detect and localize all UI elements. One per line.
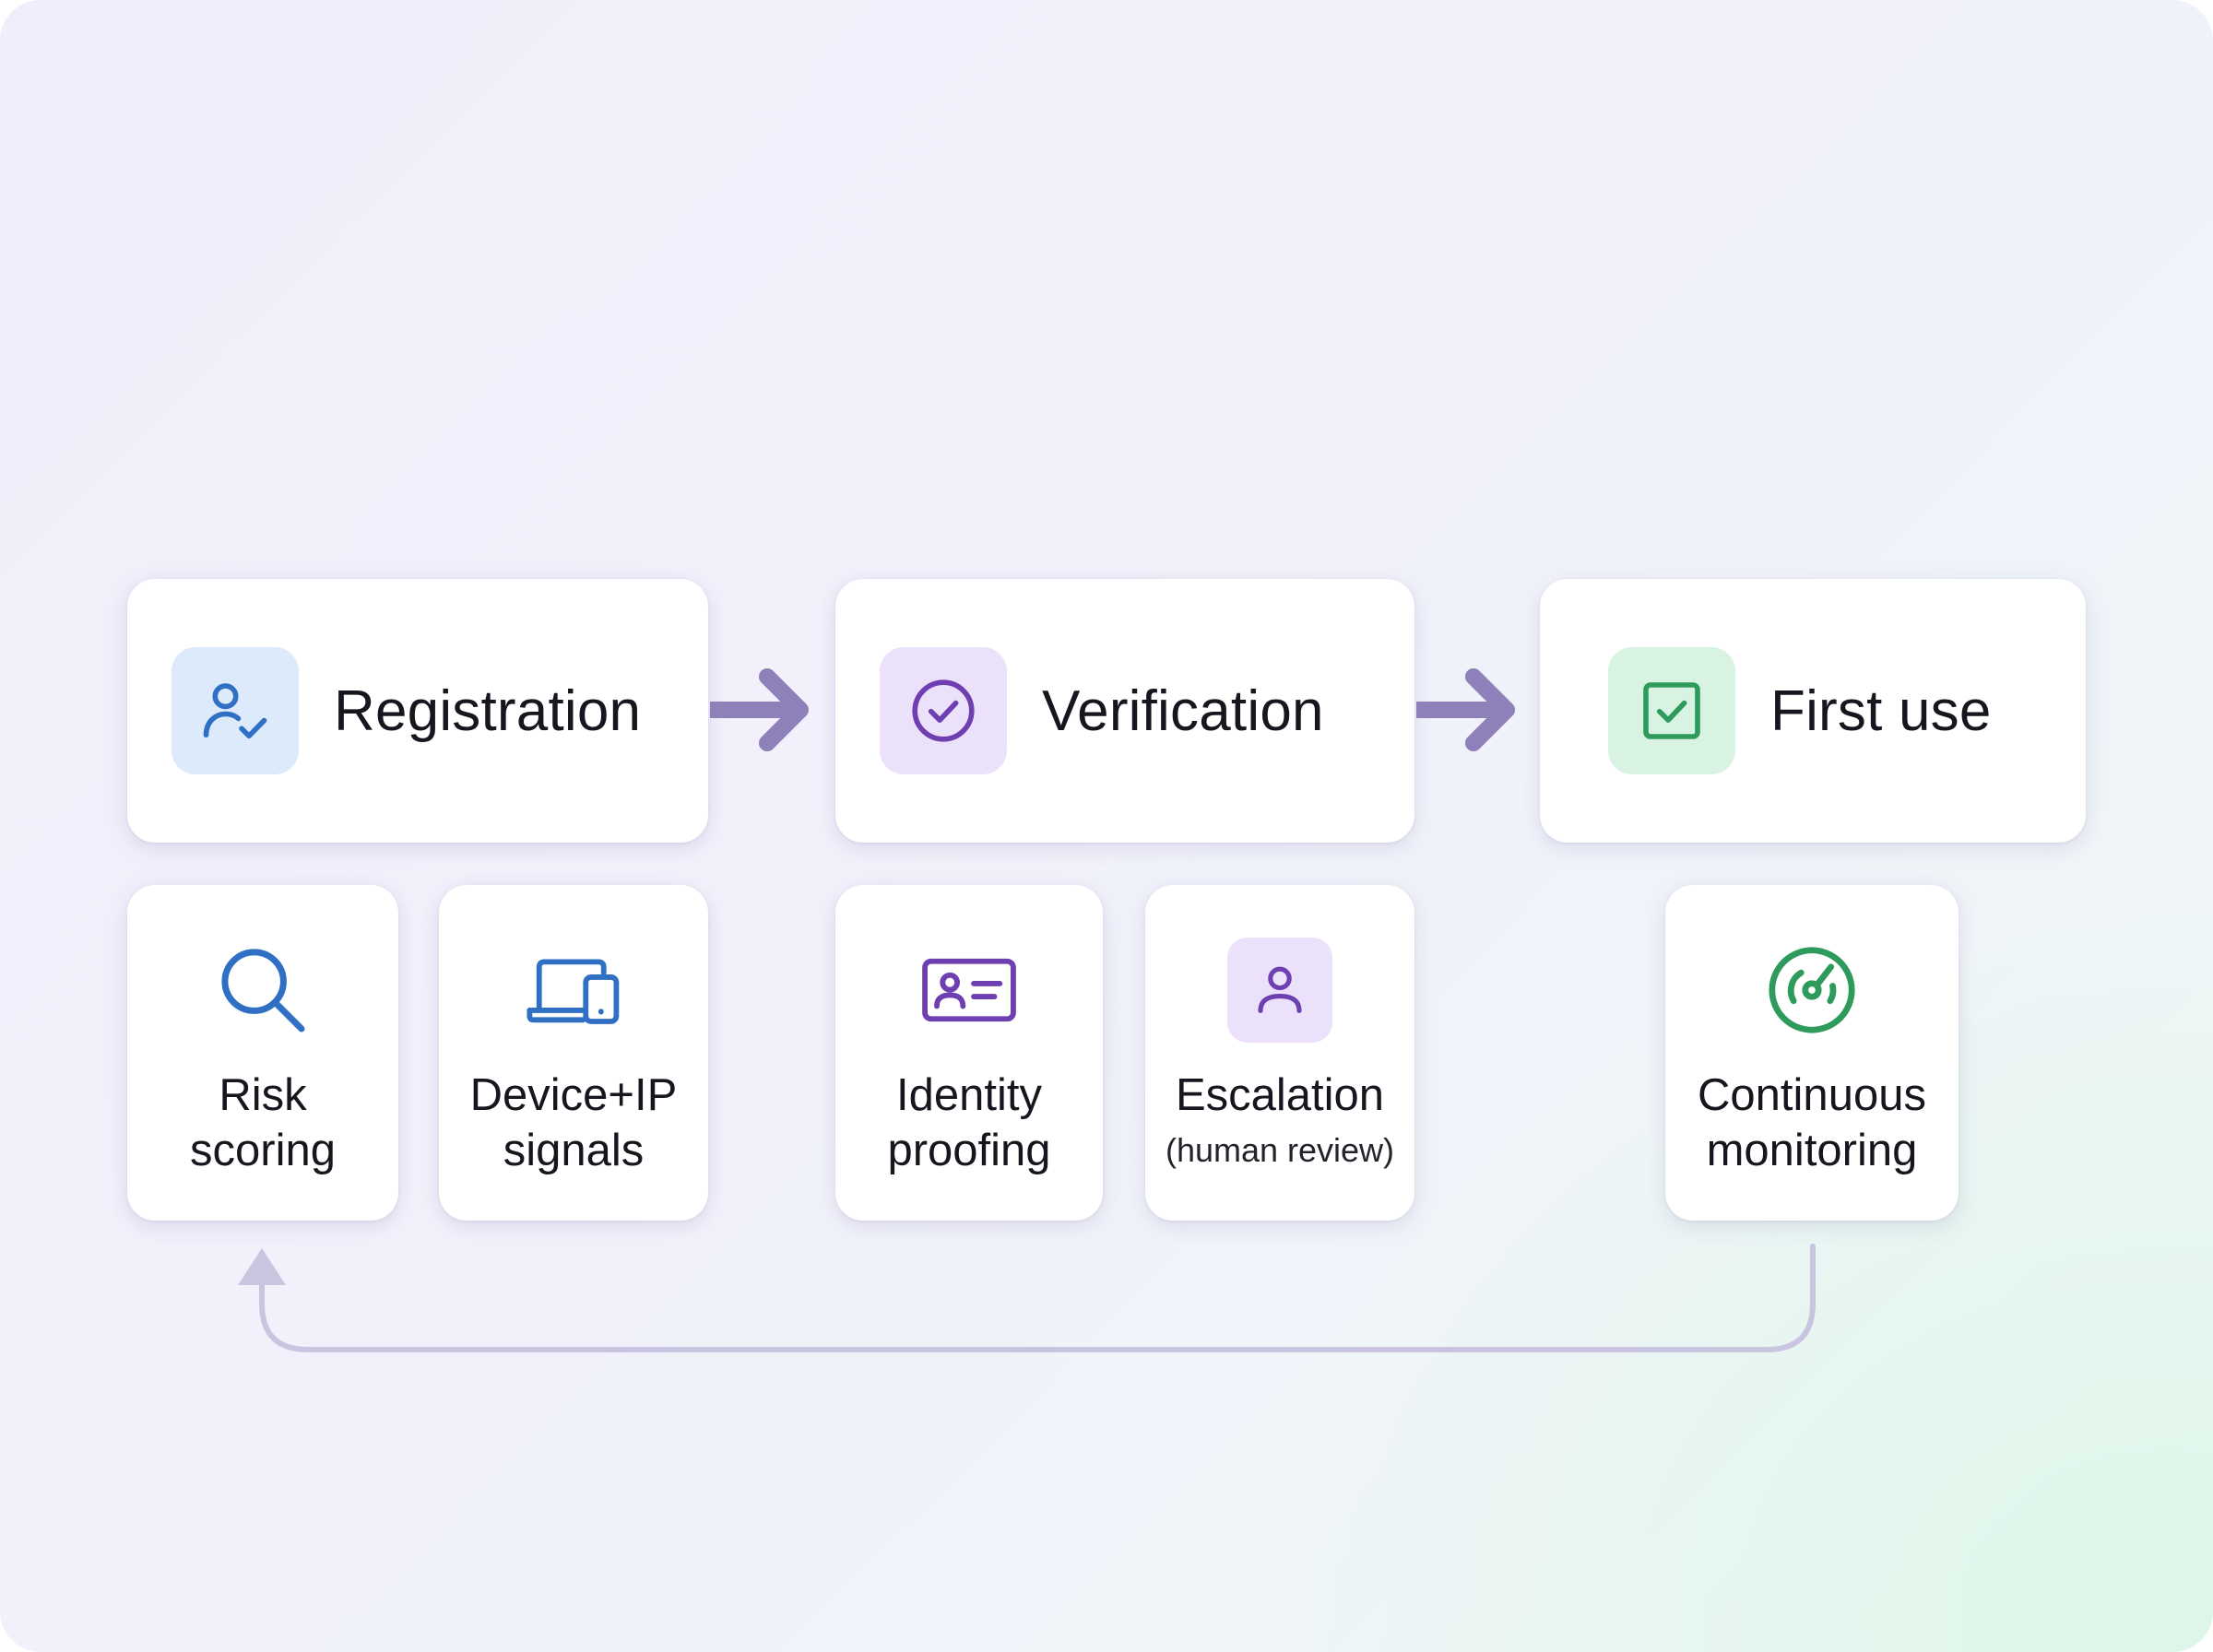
substep-label-line2: (human review) — [1165, 1131, 1395, 1169]
radar-gauge-icon — [1665, 937, 1959, 1044]
substep-device-ip-signals: Device+IP signals — [439, 885, 708, 1221]
id-card-icon — [835, 937, 1103, 1044]
check-circle-icon — [880, 647, 1007, 774]
substep-risk-scoring: Risk scoring — [127, 885, 398, 1221]
substep-label-line1: Risk — [219, 1070, 307, 1120]
stage-label-verification: Verification — [1042, 678, 1324, 743]
search-icon — [127, 937, 398, 1044]
substep-escalation: Escalation (human review) — [1145, 885, 1414, 1221]
substep-label-line1: Escalation — [1175, 1070, 1385, 1120]
substep-label-line1: Continuous — [1698, 1070, 1926, 1120]
stage-first-use: First use — [1540, 579, 2086, 843]
stage-label-first-use: First use — [1770, 678, 1992, 743]
user-check-icon — [172, 647, 299, 774]
devices-icon — [439, 937, 708, 1044]
substep-label-line1: Identity — [896, 1070, 1042, 1120]
flow-arrow-2 — [1416, 668, 1515, 751]
substep-identity-proofing: Identity proofing — [835, 885, 1103, 1221]
flow-arrow-1 — [710, 668, 809, 751]
substep-label-line1: Device+IP — [469, 1070, 678, 1120]
stage-label-registration: Registration — [334, 678, 642, 743]
substep-label-line2: scoring — [190, 1126, 336, 1175]
stage-registration: Registration — [127, 579, 708, 843]
stage-verification: Verification — [835, 579, 1414, 843]
substep-label-line2: signals — [503, 1126, 645, 1175]
substep-continuous-monitoring: Continuous monitoring — [1665, 885, 1959, 1221]
user-icon — [1227, 938, 1332, 1043]
check-square-icon — [1608, 647, 1735, 774]
substep-label-line2: monitoring — [1706, 1126, 1918, 1175]
substep-label-line2: proofing — [887, 1126, 1051, 1175]
